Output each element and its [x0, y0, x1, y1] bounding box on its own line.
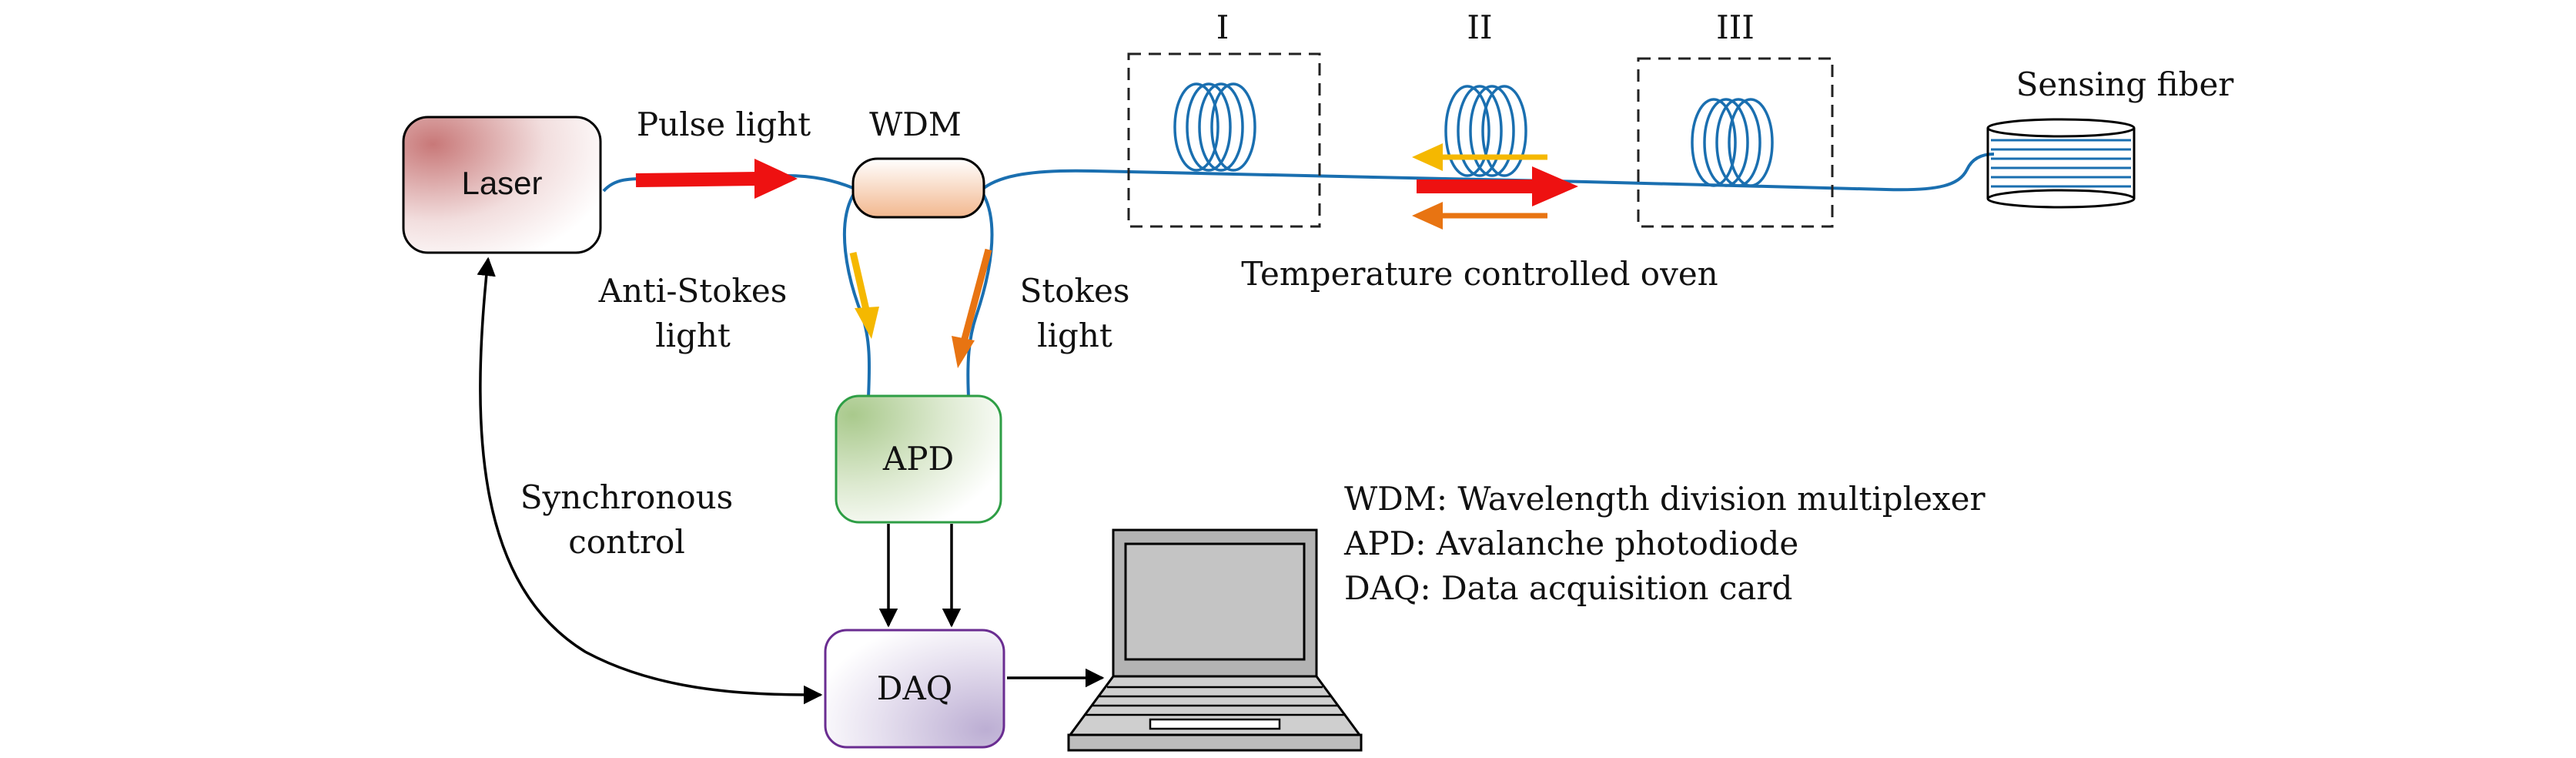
anti-stokes-label-line2: light — [655, 317, 731, 354]
anti-stokes-label-line1: Anti-Stokes — [598, 272, 788, 310]
fiber-coil-ii-icon — [1444, 85, 1527, 177]
legend: WDM: Wavelength division multiplexer APD… — [1343, 480, 1986, 607]
laptop-computer-icon — [1067, 528, 1363, 752]
pulse-forward-arrow — [1417, 166, 1578, 206]
daq-box — [824, 629, 1005, 749]
apd-box — [835, 394, 1002, 524]
laser-box: Laser — [402, 116, 602, 254]
laser-label: Laser — [461, 165, 542, 201]
pulse-light-arrow — [635, 159, 798, 199]
oven-box-i — [1127, 52, 1321, 228]
anti-stokes-backscatter-arrow — [1412, 143, 1547, 171]
sensing-fiber-label: Sensing fiber — [2016, 65, 2235, 103]
coil-ii-label: II — [1467, 8, 1492, 46]
fiber-coil-i-icon — [1173, 82, 1256, 172]
legend-item-apd: APD: Avalanche photodiode — [1343, 525, 1798, 562]
stokes-label-line1: Stokes — [1020, 272, 1130, 310]
oven-label: Temperature controlled oven — [1241, 255, 1718, 293]
pulse-light-label: Pulse light — [637, 106, 811, 143]
stokes-arrow — [952, 248, 992, 368]
legend-item-wdm: WDM: Wavelength division multiplexer — [1344, 480, 1986, 518]
sensing-fiber-spool-icon — [1986, 118, 2136, 209]
daq-label: DAQ — [877, 669, 952, 707]
stokes-backscatter-arrow — [1412, 202, 1547, 230]
stokes-label-line2: light — [1037, 317, 1112, 354]
wdm-label: WDM — [869, 106, 962, 143]
coil-i-label: I — [1216, 8, 1229, 46]
fiber-coil-iii-icon — [1691, 98, 1774, 187]
anti-stokes-arrow — [849, 251, 879, 339]
synchronous-control-line2: control — [568, 523, 685, 561]
fiber-wdm-to-apd-right — [966, 191, 994, 397]
synchronous-control-arrow — [477, 257, 823, 705]
apd-label: APD — [882, 440, 954, 478]
legend-item-daq: DAQ: Data acquisition card — [1344, 569, 1792, 607]
fiber-wdm-to-sensing — [982, 153, 1995, 192]
wdm-box — [851, 157, 985, 219]
synchronous-control-line1: Synchronous — [520, 478, 733, 516]
coil-iii-label: III — [1716, 8, 1755, 46]
